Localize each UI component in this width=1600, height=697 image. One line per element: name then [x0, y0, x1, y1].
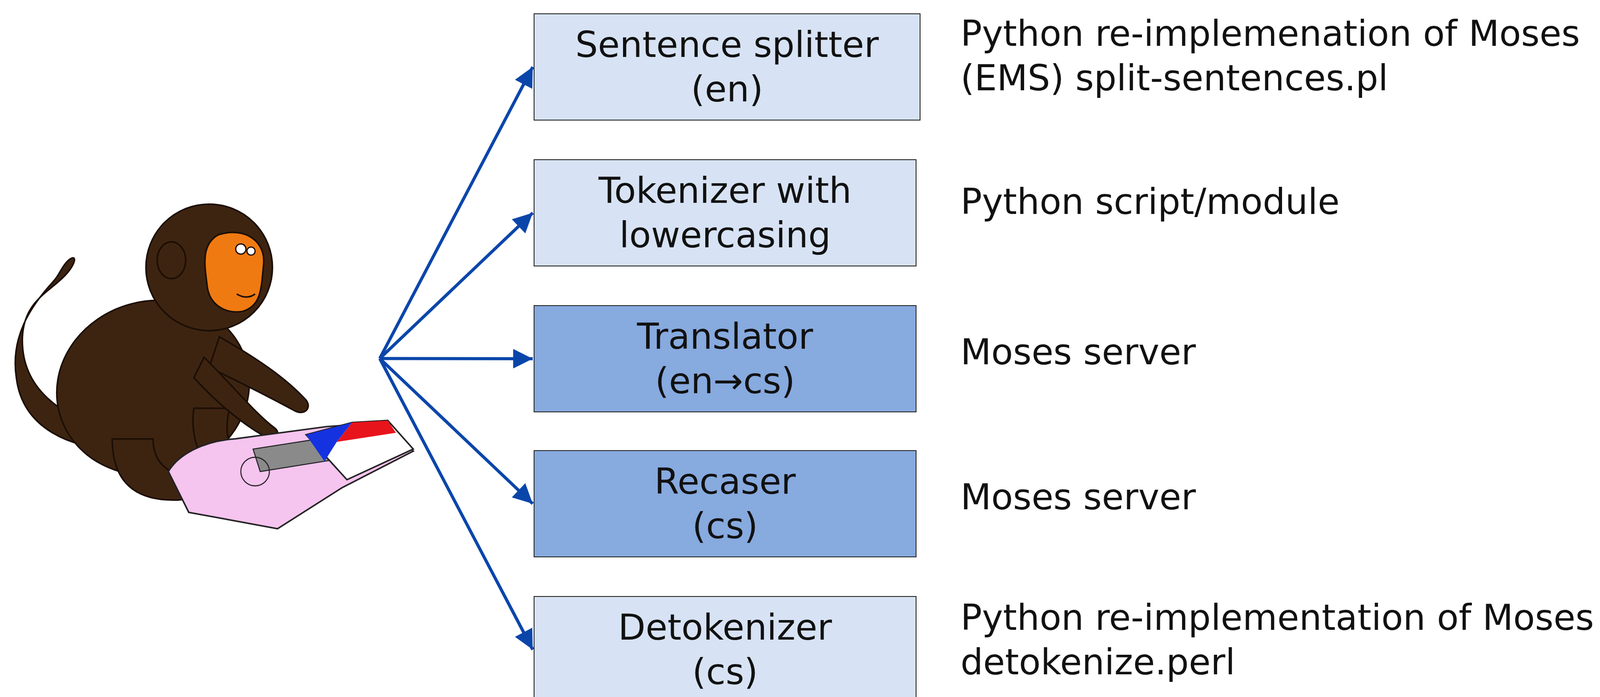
component-note: Python re-implementation of Moses detoke… [960, 595, 1597, 685]
monkey-ear [156, 241, 186, 279]
fan-arrow [379, 358, 533, 504]
process-box: Translator (en→cs) [533, 305, 917, 413]
flag-red [336, 420, 396, 442]
component-note: Moses server [960, 474, 1597, 520]
monkey-mouth [236, 293, 255, 298]
fan-arrow [379, 358, 533, 650]
box-label: Detokenizer (cs) [600, 605, 850, 695]
monkey-arm [193, 357, 278, 439]
box-label: Translator (en→cs) [600, 314, 850, 404]
process-box: Recaser (cs) [533, 450, 917, 558]
box-label: Sentence splitter (en) [540, 22, 914, 112]
monkey-eye [235, 243, 246, 254]
process-box: Sentence splitter (en) [533, 13, 921, 121]
typewriter-knob [241, 457, 270, 486]
component-note: Python script/module [960, 179, 1597, 225]
box-label: Recaser (cs) [631, 459, 819, 549]
component-note: Moses server [960, 329, 1597, 375]
component-note: Python re-implemenation of Moses (EMS) s… [960, 11, 1597, 101]
flag-blue [305, 422, 352, 462]
box-label: Tokenizer with lowercasing [556, 168, 895, 258]
monkey-head [145, 204, 273, 331]
fan-arrow [379, 213, 533, 359]
fan-arrow [379, 357, 533, 361]
process-box: Detokenizer (cs) [533, 595, 917, 697]
process-box: Tokenizer with lowercasing [533, 159, 917, 267]
monkey-eye [246, 246, 255, 255]
monkey-face [205, 232, 264, 312]
fan-arrow [379, 67, 533, 359]
typewriter-paper [305, 420, 414, 480]
